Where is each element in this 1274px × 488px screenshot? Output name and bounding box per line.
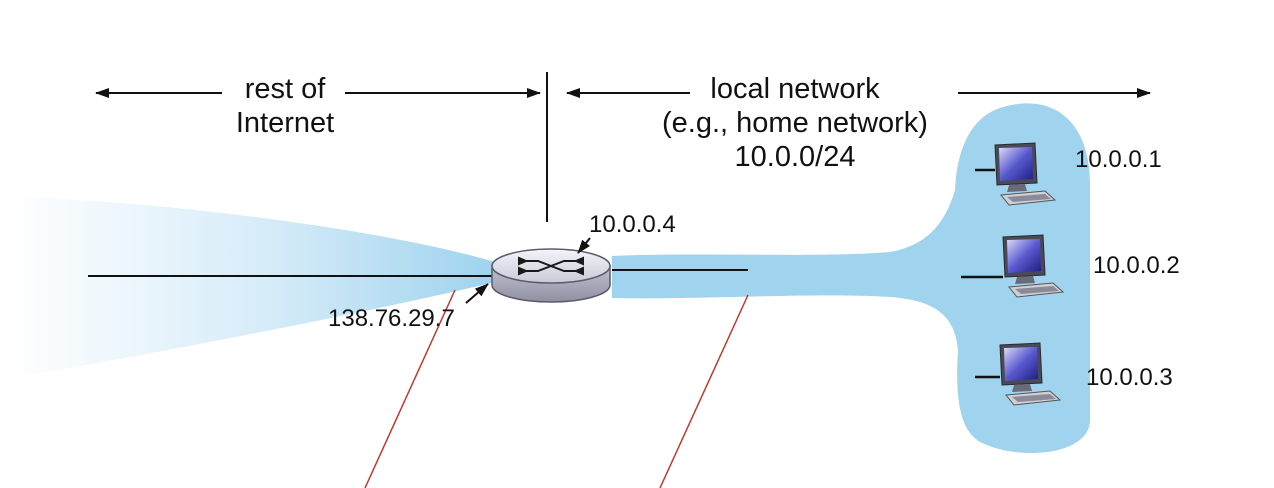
host-ip-3: 10.0.0.3 [1086, 364, 1173, 391]
red-pointer-lan [659, 294, 749, 488]
internet-label-line2: Internet [235, 107, 335, 139]
host-ip-2: 10.0.0.2 [1093, 252, 1180, 279]
host-computer-icon [975, 342, 1062, 406]
wan-ip-pointer [465, 283, 489, 304]
internet-region-label: rest of Internet [220, 72, 350, 140]
local-network-region [612, 103, 1090, 454]
internet-cloud [10, 197, 495, 378]
router-wan-ip: 138.76.29.7 [328, 305, 455, 332]
local-label-line1: local network [710, 73, 880, 105]
local-label-line2: (e.g., home network) [662, 107, 928, 139]
local-region-label: local network (e.g., home network) 10.0.… [630, 72, 960, 174]
router-icon [491, 248, 611, 303]
internet-label-line1: rest of [244, 73, 326, 105]
host-computer-icon [975, 142, 1057, 206]
router-lan-ip: 10.0.0.4 [589, 211, 676, 238]
local-label-subnet: 10.0.0/24 [734, 141, 856, 173]
host-ip-1: 10.0.0.1 [1075, 146, 1162, 173]
lan-ip-pointer [577, 237, 591, 254]
red-pointer-wan [364, 289, 456, 488]
host-computer-icon [961, 234, 1065, 298]
